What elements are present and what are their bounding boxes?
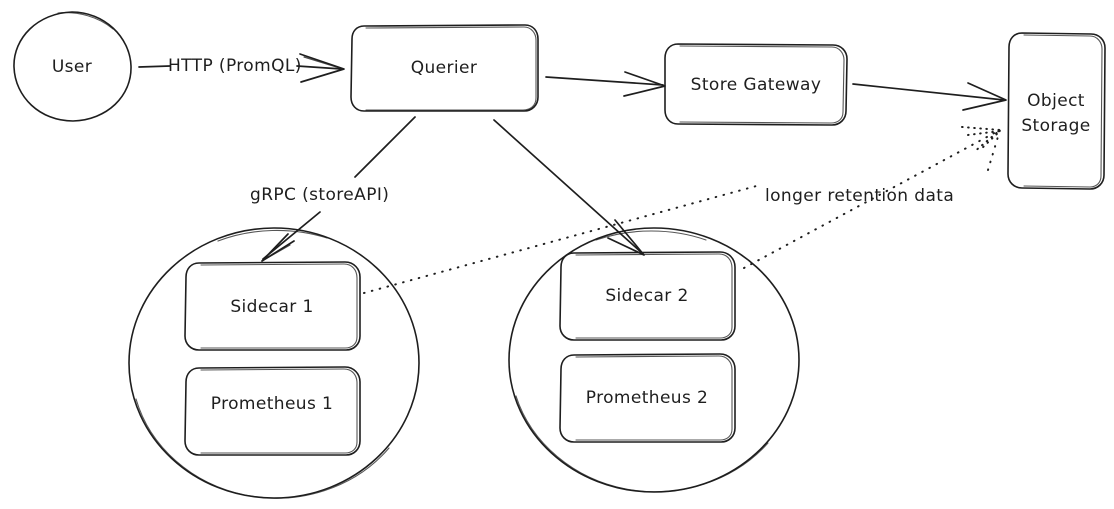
- edge-line-querier-sidecar2: [493, 119, 643, 254]
- arrowhead-grpc-2: [261, 237, 291, 262]
- querier-label: Querier: [411, 58, 478, 78]
- edge-sidecar2-to-object-storage[interactable]: [743, 126, 1001, 269]
- sidecar2-box-outline: [559, 251, 736, 341]
- cluster2-circle-outline-secondary: [515, 230, 769, 493]
- store-gateway-label: Store Gateway: [691, 75, 822, 95]
- node-cluster-2[interactable]: [508, 227, 800, 493]
- edge-line-querier-storegw: [545, 76, 664, 86]
- sidecar1-box-outline: [184, 261, 361, 351]
- edge-label-http-promql: HTTP (PromQL): [168, 56, 302, 76]
- sidecar2-box-outline-secondary: [575, 253, 733, 339]
- store-gateway-box-outline: [664, 43, 848, 126]
- object-storage-box-outline-secondary: [1023, 34, 1103, 188]
- edge-line-http-2: [296, 65, 343, 70]
- node-prometheus-1[interactable]: Prometheus 1: [184, 366, 361, 456]
- user-label: User: [52, 57, 92, 77]
- node-querier[interactable]: Querier: [350, 24, 539, 112]
- node-cluster-1[interactable]: [128, 227, 420, 499]
- dotted-line-sidecar1-objstore-2: [987, 129, 1001, 171]
- edge-line-http: [138, 65, 171, 68]
- edge-user-to-querier[interactable]: [138, 53, 345, 83]
- user-circle-outline-secondary: [57, 12, 114, 30]
- prometheus2-box-outline: [559, 353, 736, 443]
- edge-line-storegw-objstore: [852, 83, 1005, 101]
- sidecar1-label: Sidecar 1: [230, 297, 313, 317]
- cluster1-circle-outline-secondary: [135, 229, 390, 499]
- prometheus1-box-outline: [184, 366, 361, 456]
- edge-querier-to-store-gateway[interactable]: [545, 71, 666, 97]
- arrowhead-http: [299, 53, 345, 83]
- node-prometheus-2[interactable]: Prometheus 2: [559, 353, 736, 443]
- prometheus1-label: Prometheus 1: [211, 394, 334, 414]
- edge-label-grpc-storeapi: gRPC (storeAPI): [250, 185, 389, 205]
- object-storage-box-outline: [1007, 32, 1106, 190]
- node-object-storage[interactable]: Object Storage: [1007, 32, 1106, 190]
- dotted-line-sidecar1-objstore: [363, 184, 761, 294]
- querier-box-outline-secondary: [365, 26, 537, 111]
- querier-box-outline: [350, 24, 539, 112]
- edge-querier-to-sidecar2[interactable]: [493, 119, 645, 256]
- sidecar2-label: Sidecar 2: [605, 286, 688, 306]
- object-storage-label-line2: Storage: [1021, 116, 1090, 136]
- arrowhead-http-2: [303, 56, 344, 70]
- node-sidecar-2[interactable]: Sidecar 2: [559, 251, 736, 341]
- prometheus1-box-outline-secondary: [200, 368, 358, 454]
- edge-store-gateway-to-object-storage[interactable]: [852, 82, 1007, 111]
- edge-querier-to-sidecar1[interactable]: [261, 116, 416, 262]
- edge-label-longer-retention: longer retention data: [765, 186, 954, 206]
- node-user[interactable]: User: [13, 11, 132, 122]
- edge-sidecar1-to-object-storage[interactable]: [363, 129, 1001, 294]
- object-storage-label-line1: Object: [1027, 91, 1085, 111]
- prometheus2-label: Prometheus 2: [586, 388, 709, 408]
- user-circle-outline: [13, 11, 132, 122]
- node-sidecar-1[interactable]: Sidecar 1: [184, 261, 361, 351]
- dotted-arrowhead-objstore-upper: [961, 126, 1001, 153]
- store-gateway-box-outline-secondary: [679, 45, 845, 124]
- sidecar1-box-outline-secondary: [200, 263, 358, 349]
- node-store-gateway[interactable]: Store Gateway: [664, 43, 848, 126]
- prometheus2-box-outline-secondary: [575, 355, 733, 441]
- edge-line-grpc-upper: [354, 116, 416, 178]
- dotted-line-sidecar2-objstore: [743, 130, 999, 269]
- arrowhead-storegw-objstore: [962, 82, 1007, 111]
